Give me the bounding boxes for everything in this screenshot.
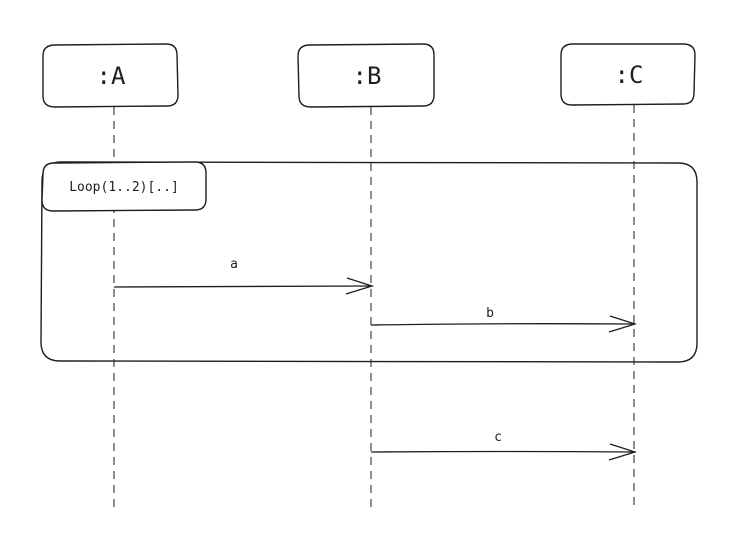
participant-c-box — [560, 43, 696, 106]
message-a-arrowhead — [345, 277, 375, 295]
participant-a-box — [42, 43, 179, 108]
participant-c[interactable]: :C — [560, 43, 696, 106]
participant-b[interactable]: :B — [297, 43, 435, 108]
message-a-line — [113, 285, 372, 288]
message-b-arrowhead — [608, 315, 638, 333]
loop-fragment-label: Loop(1..2)[..] — [69, 180, 179, 195]
message-c[interactable]: c — [370, 430, 638, 461]
message-c-arrowhead — [608, 443, 638, 461]
message-b-label: b — [486, 306, 494, 321]
message-c-line — [370, 450, 635, 453]
message-a[interactable]: a — [113, 257, 375, 295]
loop-fragment: Loop(1..2)[..] — [40, 161, 698, 363]
message-b[interactable]: b — [370, 306, 638, 333]
participant-a[interactable]: :A — [42, 43, 179, 108]
message-c-label: c — [494, 430, 502, 445]
message-b-line — [370, 323, 635, 326]
message-a-label: a — [230, 257, 238, 272]
participant-b-label: :B — [353, 62, 382, 90]
participant-a-label: :A — [97, 62, 126, 90]
participant-c-label: :C — [615, 61, 644, 89]
loop-fragment-label-box — [41, 161, 207, 212]
participant-b-box — [297, 43, 435, 108]
